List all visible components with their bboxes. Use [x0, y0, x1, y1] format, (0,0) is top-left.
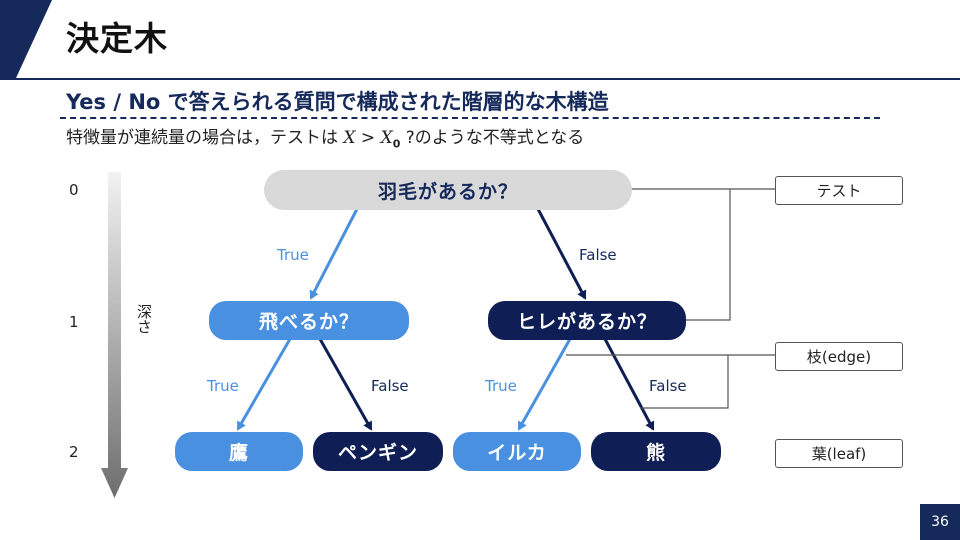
math-gt: > — [355, 128, 381, 148]
node-has-fins: ヒレがあるか？ — [488, 301, 686, 340]
callout-test-line-node — [686, 189, 731, 321]
subtitle-dashed-rule — [60, 117, 880, 119]
slide-title: 決定木 — [66, 19, 168, 58]
callout-edge-line-bottom — [640, 355, 729, 409]
callout-leaf: 葉(leaf) — [775, 439, 903, 468]
depth-level-2: 2 — [69, 443, 79, 461]
leaf-hawk: 鷹 — [175, 432, 303, 471]
edge-label-true-fly: True — [207, 377, 239, 395]
slide-subtitle: Yes / No で答えられる質問で構成された階層的な木構造 — [66, 90, 609, 114]
leaf-dolphin: イルカ — [453, 432, 581, 471]
edge-label-false-fin: False — [649, 377, 687, 395]
edge-fly-true — [236, 338, 292, 431]
leaf-bear: 熊 — [591, 432, 721, 471]
depth-axis-label: 深さ — [135, 304, 153, 334]
root-node: 羽毛があるか？ — [264, 170, 632, 210]
edge-root-true — [309, 208, 359, 300]
edge-label-true-root: True — [277, 246, 309, 264]
math-x: X — [343, 128, 356, 148]
edge-label-true-fin: True — [485, 377, 517, 395]
edge-label-false-fly: False — [371, 377, 409, 395]
edge-fin-true — [517, 338, 572, 431]
callout-test: テスト — [775, 176, 903, 205]
description: 特徴量が連続量の場合は，テストは X > X0 ?のような不等式となる — [66, 123, 584, 150]
depth-level-1: 1 — [69, 313, 79, 331]
edge-root-false — [536, 208, 587, 300]
math-subscript: 0 — [392, 137, 401, 151]
callout-edge: 枝(edge) — [775, 342, 903, 371]
depth-arrow — [101, 172, 128, 498]
edge-fly-false — [318, 338, 373, 431]
page-number: 36 — [920, 504, 960, 540]
description-prefix: 特徴量が連続量の場合は，テストは — [66, 128, 338, 148]
header-decoration — [0, 0, 960, 80]
leaf-penguin: ペンギン — [313, 432, 443, 471]
description-suffix: ?のような不等式となる — [400, 128, 585, 148]
depth-level-0: 0 — [69, 181, 79, 199]
header-accent-shape — [0, 0, 52, 78]
math-x0: X — [380, 128, 393, 148]
node-can-fly: 飛べるか？ — [209, 301, 409, 340]
edge-label-false-root: False — [579, 246, 617, 264]
edge-fin-false — [603, 338, 655, 431]
